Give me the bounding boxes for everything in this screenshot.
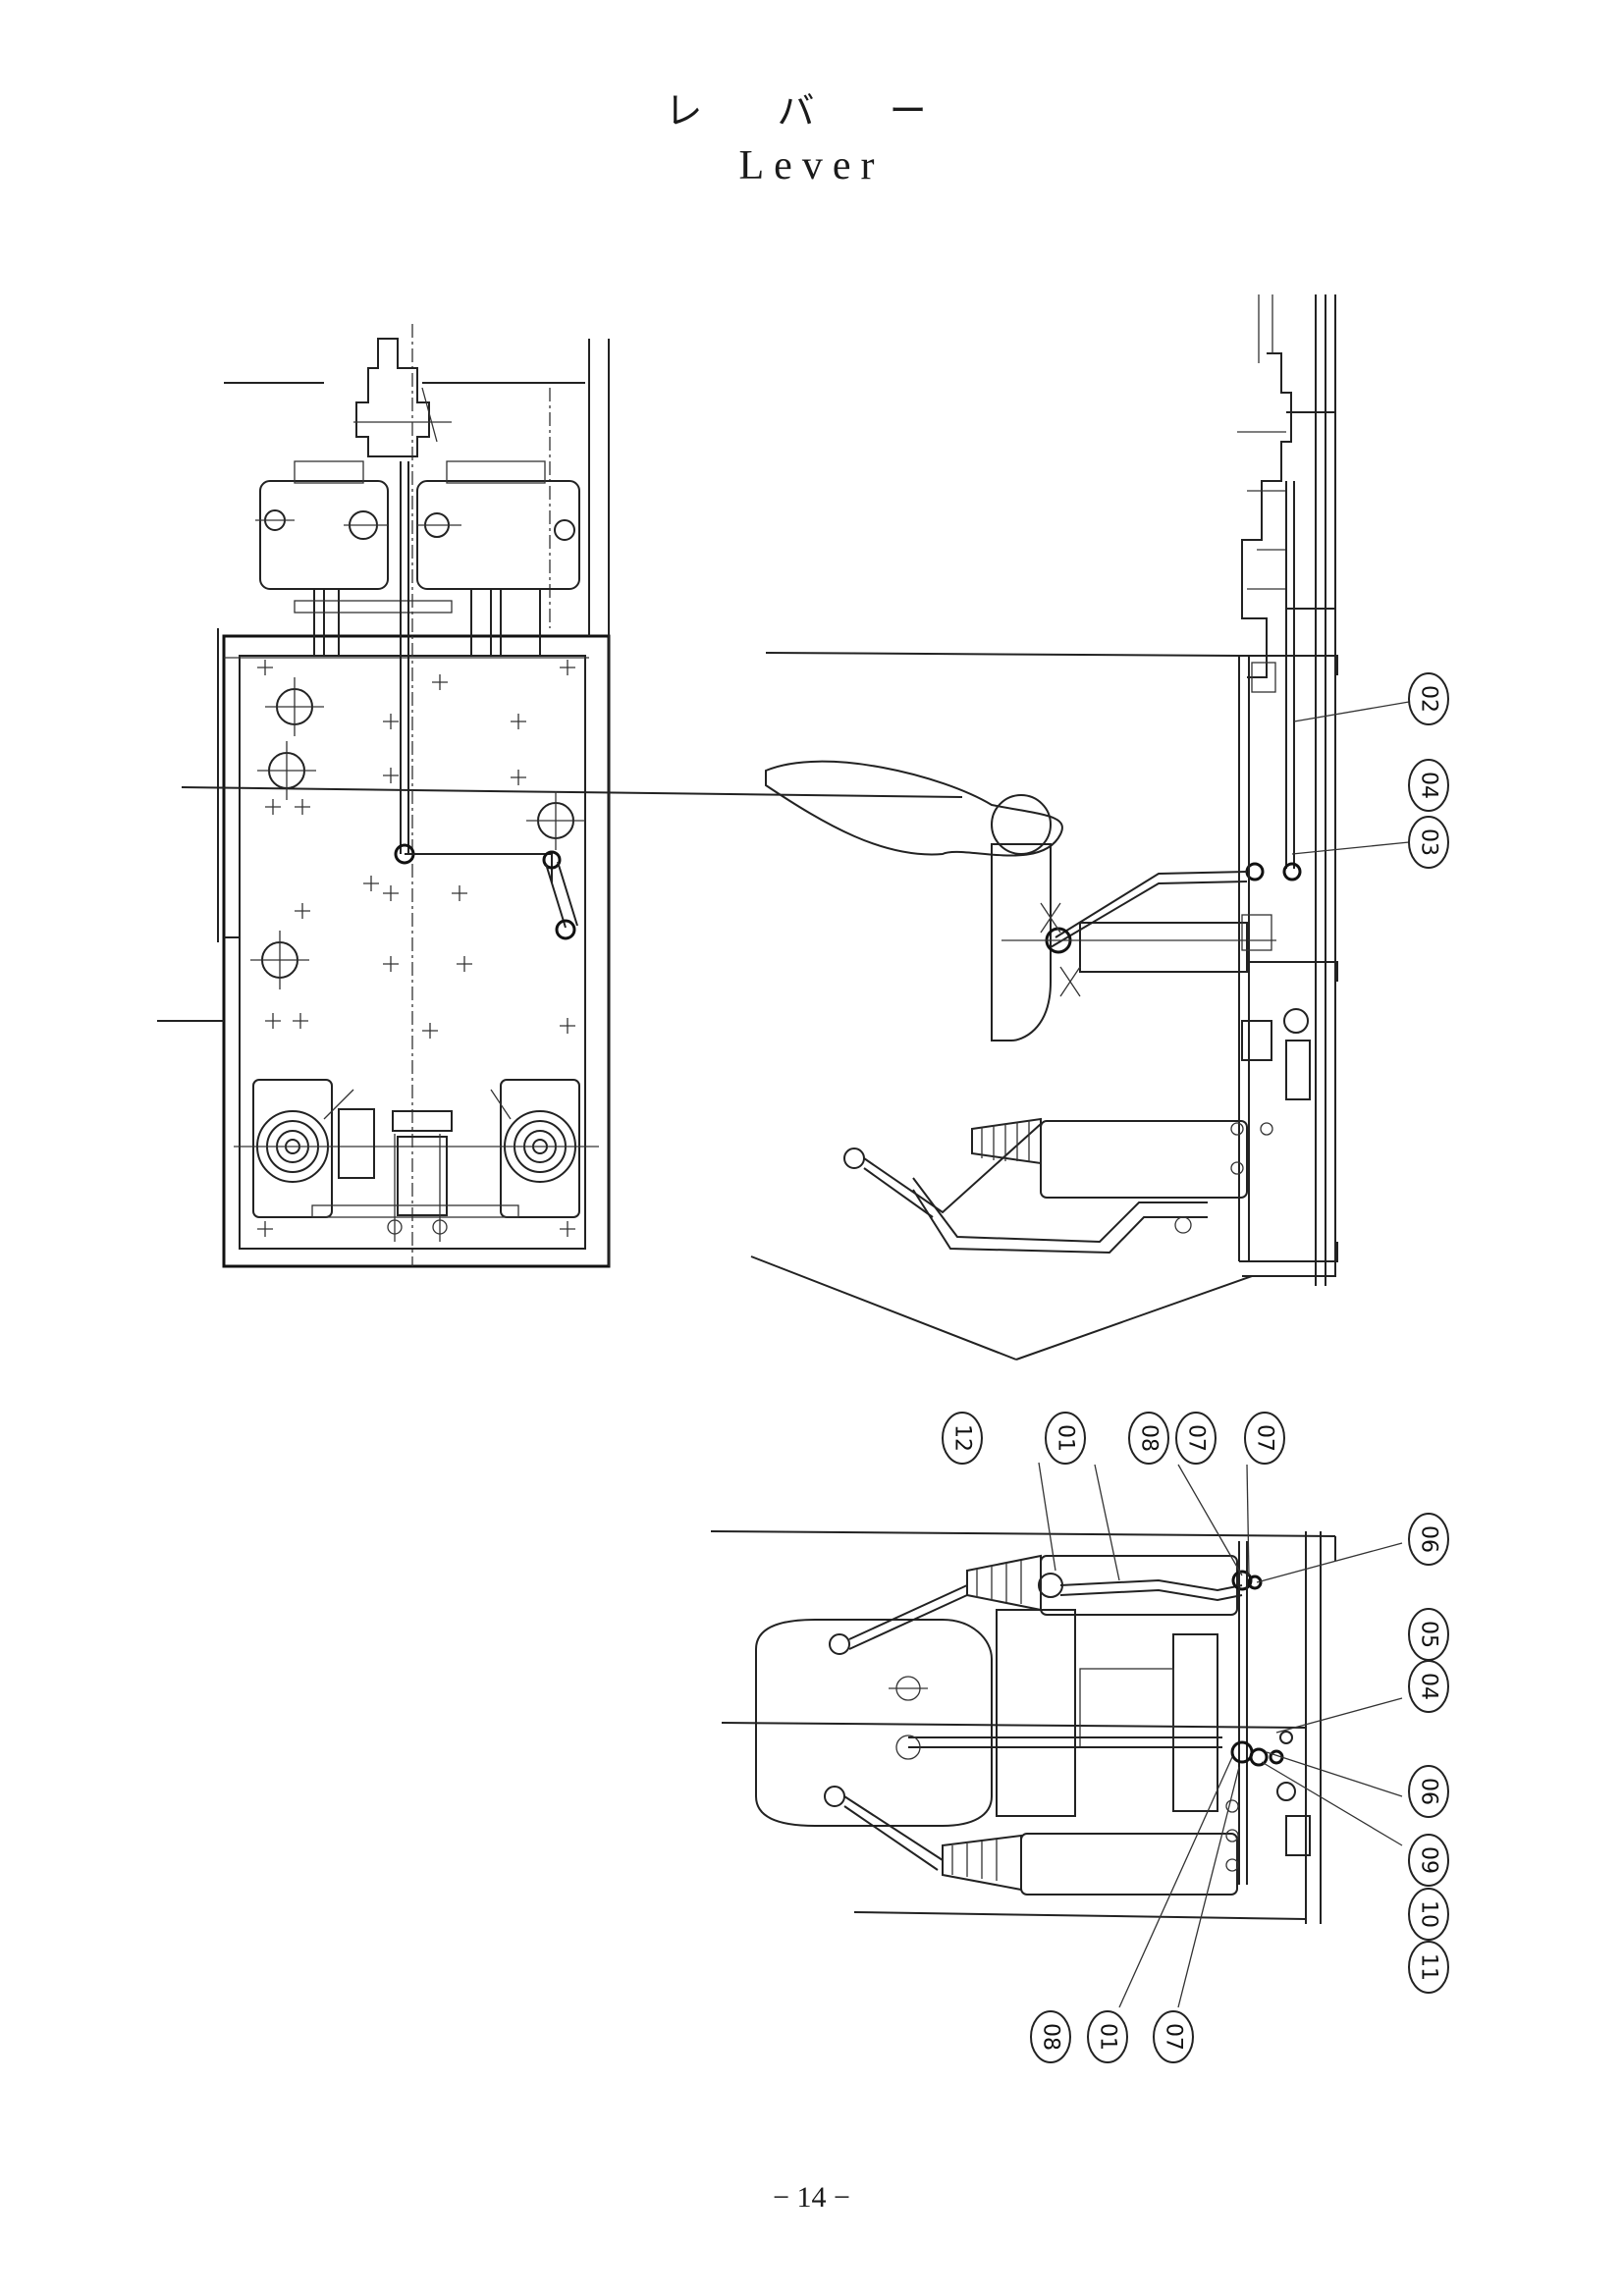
callout-07-bottom: 07 xyxy=(1153,2010,1194,2063)
valve-block-left xyxy=(259,480,389,590)
callout-label: 04 xyxy=(1417,772,1441,799)
callout-04-bottom: 04 xyxy=(1408,1660,1449,1713)
callout-08-top: 08 xyxy=(1128,1412,1169,1465)
side-view-drawing xyxy=(750,294,1338,1361)
callout-label: 12 xyxy=(950,1424,975,1452)
callout-label: 10 xyxy=(1417,1900,1441,1928)
callout-05: 05 xyxy=(1408,1608,1449,1661)
rear-view-drawing xyxy=(710,1530,1336,1924)
callout-leaders xyxy=(1038,701,1410,2008)
callout-12: 12 xyxy=(942,1412,983,1465)
pivot-pin xyxy=(1282,862,1302,881)
callout-label: 04 xyxy=(1417,1673,1441,1700)
callout-label: 06 xyxy=(1417,1778,1441,1805)
joystick-base-left xyxy=(252,1079,333,1218)
callout-01-top: 01 xyxy=(1045,1412,1086,1465)
callout-label: 07 xyxy=(1253,1424,1277,1452)
top-view-drawing xyxy=(157,324,963,1268)
joystick-knob xyxy=(843,1148,865,1169)
callout-02: 02 xyxy=(1408,672,1449,725)
callout-label: 07 xyxy=(1162,2023,1186,2051)
callout-label: 05 xyxy=(1417,1621,1441,1648)
callout-label: 08 xyxy=(1039,2023,1063,2051)
callout-04-top: 04 xyxy=(1408,759,1449,812)
callout-label: 07 xyxy=(1184,1424,1209,1452)
control-valve xyxy=(355,338,430,457)
callout-label: 11 xyxy=(1417,1953,1441,1981)
callout-09: 09 xyxy=(1408,1834,1449,1887)
callout-label: 06 xyxy=(1417,1525,1441,1553)
callout-06-top: 06 xyxy=(1408,1513,1449,1566)
callout-06-bottom: 06 xyxy=(1408,1765,1449,1818)
callout-label: 09 xyxy=(1417,1846,1441,1874)
callout-07-top-a: 07 xyxy=(1175,1412,1217,1465)
page-number: − 14 − xyxy=(773,2181,850,2214)
linkage-arm xyxy=(405,853,553,883)
callout-label: 01 xyxy=(1096,2023,1120,2051)
valve-block-right xyxy=(416,480,580,590)
page-title-japanese: レ バ ー xyxy=(665,89,958,133)
callout-label: 01 xyxy=(1054,1424,1078,1452)
callout-10: 10 xyxy=(1408,1888,1449,1941)
seat-rear-outline xyxy=(755,1619,993,1827)
callout-label: 03 xyxy=(1417,828,1441,856)
callout-07-top-b: 07 xyxy=(1244,1412,1285,1465)
callout-01-bottom: 01 xyxy=(1087,2010,1128,2063)
callout-label: 02 xyxy=(1417,685,1441,713)
callout-11: 11 xyxy=(1408,1941,1449,1994)
joystick-housing xyxy=(1040,1120,1248,1199)
callout-03: 03 xyxy=(1408,816,1449,869)
top-view-frame xyxy=(222,634,611,1268)
joystick-base-right xyxy=(500,1079,580,1218)
side-valve xyxy=(1241,352,1292,678)
callout-08-bottom: 08 xyxy=(1030,2010,1071,2063)
callout-label: 08 xyxy=(1137,1424,1162,1452)
operator-seat-outline xyxy=(765,760,1063,857)
page-title: Lever xyxy=(738,143,885,188)
